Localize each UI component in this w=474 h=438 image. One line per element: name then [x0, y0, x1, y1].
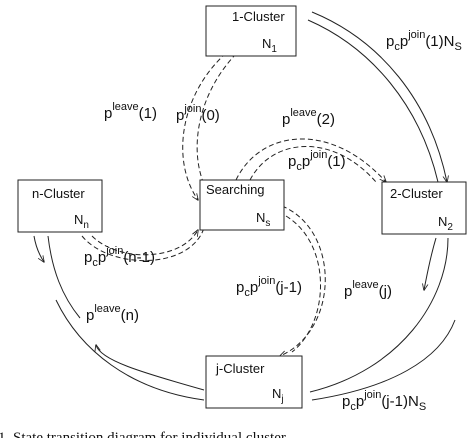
node-n-cluster-name: n-Cluster [32, 186, 85, 201]
node-j-cluster: j-Cluster Nj [205, 355, 303, 409]
node-j-cluster-name: j-Cluster [215, 361, 265, 376]
label-pleave-n: pleave(n) [86, 303, 139, 324]
arc-2cluster-to-jcluster-outer [309, 237, 449, 393]
label-pleave-2: pleave(2) [282, 107, 335, 128]
label-pc-pjoin-1-ns: pcpjoin(1)NS [386, 29, 462, 53]
figure-caption: 1. State transition diagram for individu… [0, 430, 286, 438]
arc-jcluster-to-ncluster-inner [55, 299, 205, 401]
arc-ncluster-down-1 [47, 235, 81, 319]
arc-1cluster-to-2cluster-inner [307, 19, 439, 183]
arc-jcluster-to-ncluster-outer [96, 345, 205, 391]
label-pc-pjoin-j-1: pcpjoin(j-1) [236, 275, 302, 299]
arc-searching-2cluster-b [249, 146, 377, 183]
arc-1cluster-searching-a [182, 47, 233, 200]
arc-searching-jcluster-a [280, 205, 326, 356]
node-searching-count: Ns [256, 210, 270, 229]
node-n-cluster: n-Cluster Nn [17, 179, 103, 233]
arc-ncluster-searching-a [81, 227, 205, 262]
label-pjoin-0: pjoin(0) [176, 103, 220, 124]
node-n-cluster-count: Nn [74, 212, 89, 231]
label-pc-pjoin-1: pcpjoin(1) [288, 149, 346, 173]
label-pc-pjoin-n-1: pcpjoin(n-1) [84, 245, 155, 269]
arc-ncluster-searching-b [91, 230, 198, 256]
node-2-cluster-name: 2-Cluster [390, 186, 443, 201]
node-2-cluster: 2-Cluster N2 [381, 181, 467, 235]
label-pc-pjoin-j-1-ns: pcpjoin(j-1)NS [342, 389, 426, 413]
node-searching-name: Searching [206, 182, 265, 197]
label-pleave-1: pleave(1) [104, 101, 157, 122]
arc-ncluster-down-2 [33, 235, 44, 262]
label-pleave-j: pleave(j) [344, 279, 392, 300]
node-2-cluster-count: N2 [438, 214, 453, 233]
node-1-cluster: 1-Cluster N1 [205, 5, 297, 57]
node-1-cluster-name: 1-Cluster [232, 9, 285, 24]
arc-2cluster-to-jcluster-lower [311, 319, 456, 401]
arc-searching-2cluster-a [235, 138, 386, 182]
arc-searching-jcluster-b [285, 215, 321, 353]
node-1-cluster-count: N1 [262, 36, 277, 55]
node-searching: Searching Ns [199, 179, 285, 231]
arc-2cluster-to-jcluster-inner [424, 237, 437, 290]
node-j-cluster-count: Nj [272, 386, 284, 405]
arc-1cluster-to-2cluster-outer [311, 11, 447, 182]
